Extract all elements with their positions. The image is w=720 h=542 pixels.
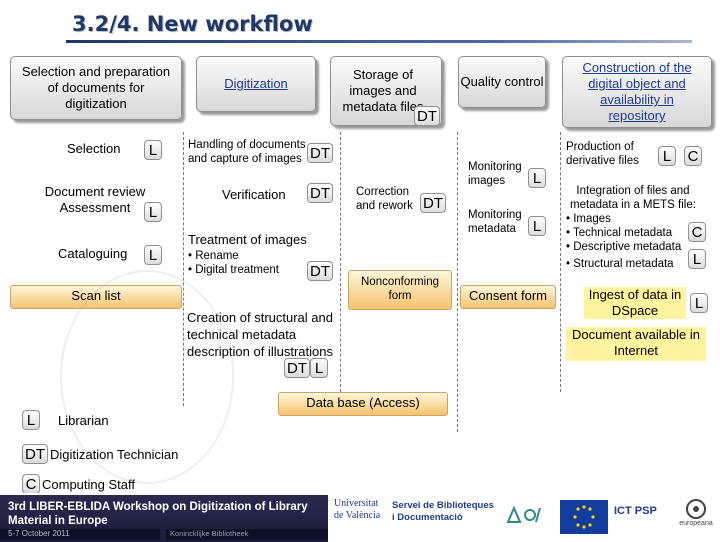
header-construction: Construction of the digital object and a… [562, 56, 712, 128]
legend-technician-text: Digitization Technician [50, 446, 179, 462]
treatment-title: Treatment of images [188, 232, 307, 247]
document-review-l-badge: L [144, 202, 162, 222]
handling-label: Handling of documents and capture of ima… [188, 139, 306, 165]
nonconforming-form-box: Nonconforming form [348, 270, 452, 310]
integration-item-structural: • Structural metadata [566, 258, 674, 270]
header-selection-preparation-label: Selection and preparation of documents f… [21, 64, 171, 111]
column-divider-2 [340, 132, 341, 392]
integration-title: Integration of files and metadata in a M… [570, 185, 696, 211]
legend-computing-text: Computing Staff [42, 476, 135, 492]
consent-form-box: Consent form [460, 285, 556, 309]
verification-label: Verification [222, 187, 286, 202]
cataloguing-label: Cataloguing [58, 246, 128, 261]
treatment-item-rename: • Rename [188, 250, 239, 262]
production-derivative-label: Production of derivative files [566, 141, 639, 167]
correction-label: Correction and rework [356, 186, 413, 212]
column-divider-4 [560, 132, 561, 392]
service-line-2: i Documentació [392, 512, 463, 523]
header-construction-label: Construction of the digital object and a… [582, 60, 692, 123]
header-selection-preparation: Selection and preparation of documents f… [10, 56, 182, 120]
eu-flag-icon [560, 500, 608, 534]
header-digitization-label: Digitization [224, 76, 288, 91]
document-available-box: Document available in Internet [566, 327, 706, 361]
legend-librarian-text: Librarian [58, 412, 109, 428]
workshop-line-1: 3rd LIBER-EBLIDA Workshop on Digitizatio… [8, 501, 308, 513]
monitoring-metadata-l-badge: L [528, 216, 546, 236]
correction-dt-badge: DT [420, 193, 446, 213]
header-storage-label: Storage of images and metadata files [342, 67, 424, 114]
monitoring-metadata-label: Monitoring metadata [468, 209, 522, 235]
workshop-banner: 3rd LIBER-EBLIDA Workshop on Digitizatio… [0, 495, 328, 542]
header-quality-control-label: Quality control [460, 74, 544, 89]
university-logo-text: Universitat de València [334, 498, 392, 522]
cataloguing-l-badge: L [144, 245, 162, 265]
document-review-label: Document review Assessment [44, 184, 146, 215]
column-divider-3 [457, 132, 458, 432]
workshop-affiliation: Konincklijke Bibliotheek [166, 529, 328, 540]
library-logo-icon [504, 500, 544, 530]
legend-librarian-badge: L [22, 410, 40, 430]
handling-dt-badge: DT [307, 143, 333, 163]
column-divider-1 [183, 132, 184, 406]
database-box: Data base (Access) [278, 392, 448, 416]
creation-l-badge: L [310, 358, 328, 378]
production-l-badge: L [658, 146, 676, 166]
university-line-2: de València [334, 510, 381, 521]
production-c-badge: C [684, 146, 702, 166]
integration-c-badge: C [688, 222, 706, 242]
integration-l-badge: L [688, 249, 706, 269]
page-title: 3.2/4. New workflow [72, 12, 313, 36]
monitoring-images-label: Monitoring images [468, 161, 522, 187]
treatment-dt-badge: DT [307, 261, 333, 281]
header-quality-control: Quality control [458, 56, 546, 108]
header-storage: Storage of images and metadata files [330, 56, 442, 126]
ingest-dspace-box: Ingest of data in DSpace [584, 287, 686, 319]
workshop-date: 5-7 October 2011 [0, 529, 160, 540]
selection-label: Selection [67, 141, 121, 156]
legend-computing-badge: C [22, 474, 40, 494]
service-line-1: Servei de Biblioteques [392, 500, 494, 511]
creation-dt-badge: DT [284, 358, 310, 378]
university-line-1: Universitat [334, 498, 379, 509]
verification-dt-badge: DT [307, 183, 333, 203]
title-underline [66, 40, 692, 43]
integration-item-descriptive: • Descriptive metadata [566, 241, 682, 253]
treatment-item-digital: • Digital treatment [188, 264, 279, 276]
selection-l-badge: L [144, 140, 162, 160]
monitoring-images-l-badge: L [528, 168, 546, 188]
legend-technician: DT Digitization Technician [22, 444, 178, 464]
workshop-line-2: Material in Europe [8, 515, 108, 527]
legend-computing: C Computing Staff [22, 474, 135, 494]
europeana-logo: europeana [676, 498, 716, 534]
integration-item-images: • Images [566, 213, 611, 225]
library-service-logo-text: Servei de Biblioteques i Documentació [392, 500, 500, 524]
header-digitization: Digitization [196, 56, 316, 112]
legend-technician-badge: DT [22, 444, 48, 464]
ingest-l-badge: L [690, 293, 708, 313]
ict-psp-logo: ICT PSP [614, 505, 657, 517]
university-seal-watermark [60, 270, 234, 484]
europeana-text: europeana [679, 520, 713, 527]
legend-librarian: L Librarian [22, 410, 109, 430]
integration-item-technical: • Technical metadata [566, 227, 673, 239]
storage-dt-badge: DT [414, 106, 440, 126]
